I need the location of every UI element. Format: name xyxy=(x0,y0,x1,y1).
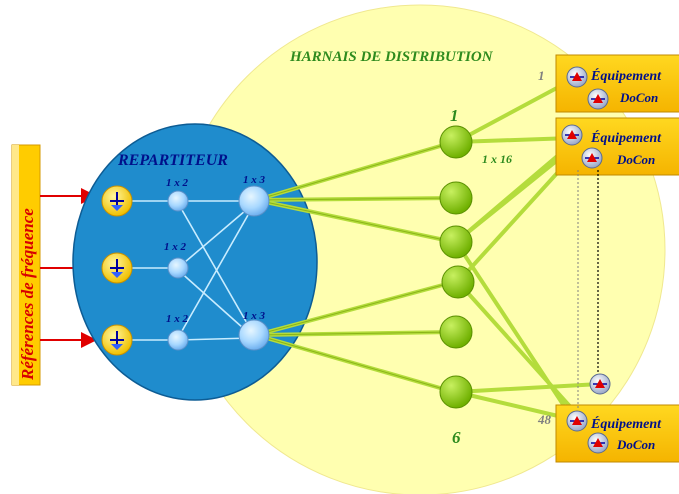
receiver-node xyxy=(587,432,609,454)
harness-node xyxy=(439,375,473,409)
receiver-node xyxy=(581,147,603,169)
splitter-1x3-label: 1 x 3 xyxy=(243,310,266,322)
splitter-1x3-node xyxy=(238,185,270,217)
splitter-1x2-node xyxy=(167,257,189,279)
receiver-node xyxy=(589,373,611,395)
equipment-title: Équipement xyxy=(590,129,662,146)
equipment-subtitle: DoCon xyxy=(616,437,655,452)
receiver-node xyxy=(561,124,583,146)
harness-node xyxy=(441,265,475,299)
receiver-node xyxy=(566,410,588,432)
distributor-title: REPARTITEUR xyxy=(117,152,228,169)
splitter-1x2-label: 1 x 2 xyxy=(166,313,189,325)
harness-node xyxy=(439,315,473,349)
splitter-1x16-label: 1 x 16 xyxy=(482,152,512,166)
receiver-node xyxy=(566,66,588,88)
frequency-references-panel: Références de fréquence xyxy=(11,144,41,386)
splitters-1x2: 1 x 2 1 x 2 1 x 2 xyxy=(164,177,189,351)
receiver-nodes xyxy=(561,66,611,454)
frequency-references-label: Références de fréquence xyxy=(18,208,37,381)
equipment-index-last: 48 xyxy=(537,412,552,427)
harness-node xyxy=(439,225,473,259)
receiver-node xyxy=(587,88,609,110)
splitter-1x2-label: 1 x 2 xyxy=(164,241,187,253)
equipment-title: Équipement xyxy=(590,415,662,432)
reference-source-node xyxy=(101,252,133,284)
equipment-subtitle: DoCon xyxy=(619,90,658,105)
splitter-1x2-node xyxy=(167,190,189,212)
harness-title: HARNAIS DE DISTRIBUTION xyxy=(289,49,494,65)
splitter-1x3-label: 1 x 3 xyxy=(243,174,266,186)
harness-nodes xyxy=(439,125,475,409)
reference-sources xyxy=(101,185,133,356)
equipment-box-3: 48 Équipement DoCon xyxy=(537,404,679,463)
splitter-1x2-label: 1 x 2 xyxy=(166,177,189,189)
reference-source-node xyxy=(101,185,133,217)
node-last-label: 6 xyxy=(452,428,461,447)
splitter-1x3-node xyxy=(238,319,270,351)
equipment-title: Équipement xyxy=(590,67,662,84)
splitter-1x2-node xyxy=(167,329,189,351)
node-first-label: 1 xyxy=(450,106,459,125)
harness-node xyxy=(439,181,473,215)
splitters-1x3: 1 x 3 1 x 3 xyxy=(238,174,270,351)
equipment-subtitle: DoCon xyxy=(616,152,655,167)
harness-node xyxy=(439,125,473,159)
equipment-index-first: 1 xyxy=(538,68,545,83)
reference-source-node xyxy=(101,324,133,356)
equipment-box-2: Équipement DoCon xyxy=(555,117,679,176)
equipment-box-1: 1 Équipement DoCon xyxy=(538,54,679,113)
